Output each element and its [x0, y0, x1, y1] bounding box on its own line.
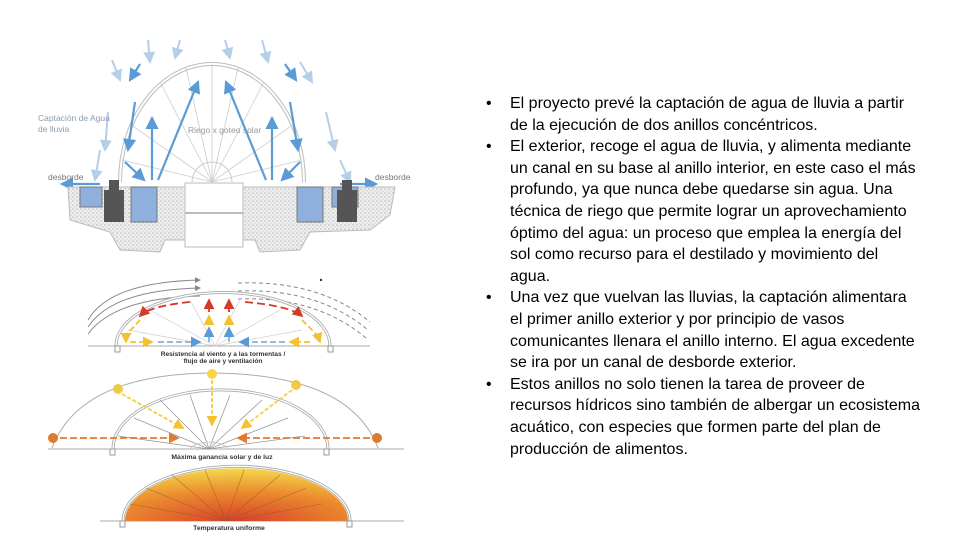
caption-flujo-aire: flujo de aire y ventilación — [184, 358, 263, 365]
caption-ganancia-solar: Máxima ganancia solar y de luz — [171, 454, 273, 461]
solar-diagram: Máxima ganancia solar y de luz — [48, 369, 404, 461]
sun-icon — [48, 369, 382, 443]
bullet-line: agua. — [510, 267, 551, 285]
bullet-line: acuático, con especies que formen parte … — [510, 418, 881, 436]
label-desborde-right: desborde — [375, 172, 411, 182]
bullet-marker: • — [486, 289, 492, 307]
bullet-line: de la ejecución de dos anillos concéntri… — [510, 116, 818, 134]
bullet-line: recursos hídricos sino también de alberg… — [510, 397, 920, 415]
bullet-line: El exterior, recoge el agua de lluvia, y… — [510, 138, 912, 156]
temperature-diagram: Temperatura uniforme — [100, 464, 404, 532]
bullet-line: comunicantes llenara el anillo interno. … — [510, 332, 915, 350]
bullet-line: un canal en su base al anillo interior, … — [510, 159, 916, 177]
label-de-lluvia: de lluvia — [38, 124, 69, 134]
bullet-line: técnica de riego que permite lograr un a… — [510, 202, 907, 220]
label-riego-goteo: Riego x goteo solar — [188, 125, 261, 135]
bullet-item: • El proyecto prevé la captación de agua… — [486, 93, 946, 136]
bullet-line: producción de alimentos. — [510, 440, 688, 458]
bullet-marker: • — [486, 95, 492, 112]
bullet-line: óptimo del agua: un proceso que emplea l… — [510, 224, 902, 242]
caption-resistencia-viento: Resistencia al viento y a las tormentas … — [161, 351, 286, 358]
caption-temperatura-uniforme: Temperatura uniforme — [193, 525, 265, 532]
bullet-line: sol como recurso para el destilado y mov… — [510, 246, 879, 264]
bullet-marker: • — [486, 138, 492, 156]
bullet-marker: • — [486, 375, 492, 393]
bullet-list: • El proyecto prevé la captación de agua… — [486, 93, 946, 460]
bullet-item: • Estos anillos no solo tienen la tarea … — [486, 374, 946, 460]
dome-diagrams-figure: Captación de Agua de lluvia Riego x gote… — [38, 39, 411, 532]
wind-diagram: Resistencia al viento y a las tormentas … — [87, 277, 371, 365]
bullet-line: El proyecto prevé la captación de agua d… — [510, 95, 905, 112]
bullet-line: profundo, ya que nunca debe quedarse sin… — [510, 181, 893, 199]
bullet-line: el primer anillo exterior y por principi… — [510, 310, 845, 328]
bullet-line: Una vez que vuelvan las lluvias, la capt… — [510, 289, 907, 307]
bullet-line: Estos anillos no solo tienen la tarea de… — [510, 375, 865, 393]
bullet-item: • El exterior, recoge el agua de lluvia,… — [486, 136, 946, 287]
rainwater-diagram: Captación de Agua de lluvia Riego x gote… — [38, 39, 411, 253]
label-captacion-agua: Captación de Agua — [38, 113, 110, 123]
bullet-line: se ira por un canal de desborde exterior… — [510, 354, 797, 372]
bullet-item: • Una vez que vuelvan las lluvias, la ca… — [486, 287, 946, 373]
label-desborde-left: desborde — [48, 172, 84, 182]
